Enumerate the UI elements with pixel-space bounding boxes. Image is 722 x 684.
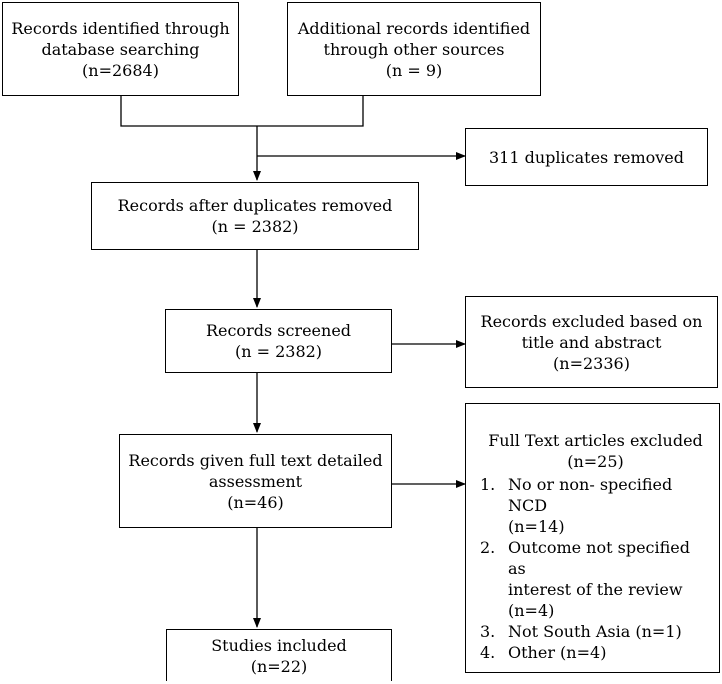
box-line: (n = 9) bbox=[385, 60, 443, 80]
box-line: (n=46) bbox=[227, 492, 284, 512]
box-line: (n = 2382) bbox=[234, 342, 323, 361]
other-sources-box: Additional records identified through ot… bbox=[287, 2, 541, 96]
list-line: Not South Asia (n=1) bbox=[508, 622, 682, 641]
list-number: 1. bbox=[480, 475, 496, 494]
list-number: 4. bbox=[480, 643, 496, 662]
full-text-assessment-box: Records given full text detailed assessm… bbox=[119, 434, 392, 528]
box-line: Additional records identified bbox=[297, 18, 531, 38]
records-screened-box: Records screened (n = 2382) bbox=[165, 309, 392, 373]
excluded-count: (n=25) bbox=[567, 452, 624, 471]
list-item: 2. Outcome not specified as interest of … bbox=[480, 537, 711, 621]
list-number: 2. bbox=[480, 538, 496, 557]
box-line: (n=2684) bbox=[82, 60, 159, 80]
box-line: (n=22) bbox=[250, 656, 308, 676]
list-line: No or non- specified NCD bbox=[508, 475, 673, 515]
list-line: (n=14) bbox=[508, 517, 565, 536]
after-duplicates-box: Records after duplicates removed (n = 23… bbox=[91, 182, 419, 250]
box-line: (n=2336) bbox=[553, 353, 630, 373]
box-line: 311 duplicates removed bbox=[488, 147, 684, 167]
merge-connector bbox=[120, 95, 364, 127]
box-line: Records excluded based on bbox=[480, 311, 703, 331]
list-number: 3. bbox=[480, 622, 496, 641]
box-line: title and abstract bbox=[521, 332, 662, 352]
fulltext-excluded-box: Full Text articles excluded (n=25) 1. No… bbox=[465, 403, 720, 673]
list-line: Outcome not specified as bbox=[508, 538, 691, 578]
list-line: (n=4) bbox=[508, 601, 555, 620]
box-line: Records given full text detailed bbox=[128, 450, 383, 470]
list-item: 4. Other (n=4) bbox=[480, 642, 711, 663]
database-records-box: Records identified through database sear… bbox=[2, 2, 239, 96]
box-line: (n = 2382) bbox=[211, 217, 299, 236]
box-line: assessment bbox=[208, 471, 303, 491]
box-line: Records after duplicates removed bbox=[117, 196, 393, 215]
box-line: database searching bbox=[41, 39, 200, 59]
exclusion-reasons-list: 1. No or non- specified NCD (n=14) 2. Ou… bbox=[480, 474, 711, 663]
box-line: Records screened bbox=[205, 321, 352, 340]
excluded-heading: Full Text articles excluded bbox=[488, 431, 703, 450]
box-line: through other sources bbox=[323, 39, 505, 59]
studies-included-box: Studies included (n=22) bbox=[166, 629, 392, 681]
list-item: 3. Not South Asia (n=1) bbox=[480, 621, 711, 642]
list-line: interest of the review bbox=[508, 580, 683, 599]
duplicates-removed-box: 311 duplicates removed bbox=[465, 128, 708, 186]
list-line: Other (n=4) bbox=[508, 643, 607, 662]
list-item: 1. No or non- specified NCD (n=14) bbox=[480, 474, 711, 537]
box-line: Records identified through bbox=[11, 18, 230, 38]
box-line: Studies included bbox=[211, 635, 347, 655]
excluded-title-abstract-box: Records excluded based on title and abst… bbox=[465, 296, 718, 388]
